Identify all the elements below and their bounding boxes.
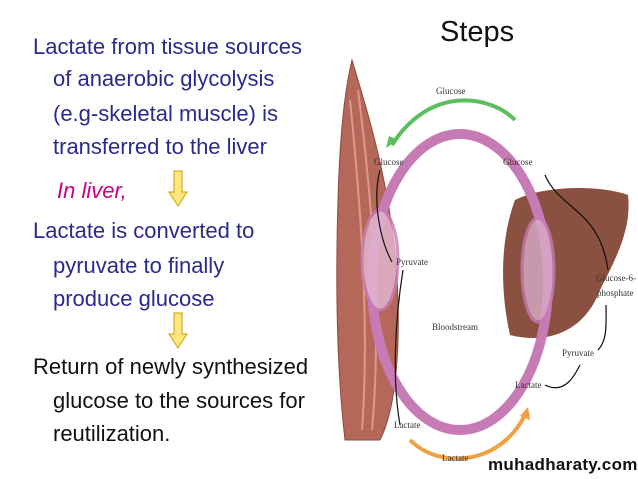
text-line: Lactate is converted to bbox=[33, 218, 255, 243]
in-liver-note: In liver, bbox=[57, 178, 127, 203]
text-line: of anaerobic glycolysis bbox=[53, 66, 275, 91]
text-line: reutilization. bbox=[53, 421, 171, 446]
text-line: Lactate from tissue sources bbox=[33, 34, 303, 59]
label-lactate-liver: Lactate bbox=[515, 380, 541, 390]
label-lactate-muscle: Lactate bbox=[394, 420, 420, 430]
label-lactate-bottom: Lactate bbox=[442, 453, 468, 463]
text-line: pyruvate to finally bbox=[53, 253, 225, 278]
text-line: transferred to the liver bbox=[53, 134, 267, 159]
glucose-arrow bbox=[390, 98, 517, 147]
lactate-arrow bbox=[408, 414, 527, 461]
text-line: glucose to the sources for bbox=[53, 388, 305, 413]
text-line: Return of newly synthesized bbox=[33, 354, 309, 379]
label-g6p: phosphate bbox=[597, 288, 634, 298]
slide-title: Steps bbox=[440, 16, 515, 48]
label-glucose-left: Glucose bbox=[374, 157, 404, 167]
label-glucose-top: Glucose bbox=[436, 86, 466, 96]
text-line: produce glucose bbox=[53, 286, 215, 311]
label-glucose-right: Glucose bbox=[503, 157, 533, 167]
down-arrow-icon bbox=[168, 312, 188, 349]
label-bloodstream: Bloodstream bbox=[432, 322, 478, 332]
label-pyruvate-muscle: Pyruvate bbox=[396, 257, 428, 267]
text-line: (e.g-skeletal muscle) is bbox=[53, 101, 278, 126]
down-arrow-icon bbox=[168, 170, 188, 207]
watermark: muhadharaty.com bbox=[488, 455, 638, 474]
label-pyruvate-liver: Pyruvate bbox=[562, 348, 594, 358]
label-g6p: Glucose-6- bbox=[596, 273, 636, 283]
